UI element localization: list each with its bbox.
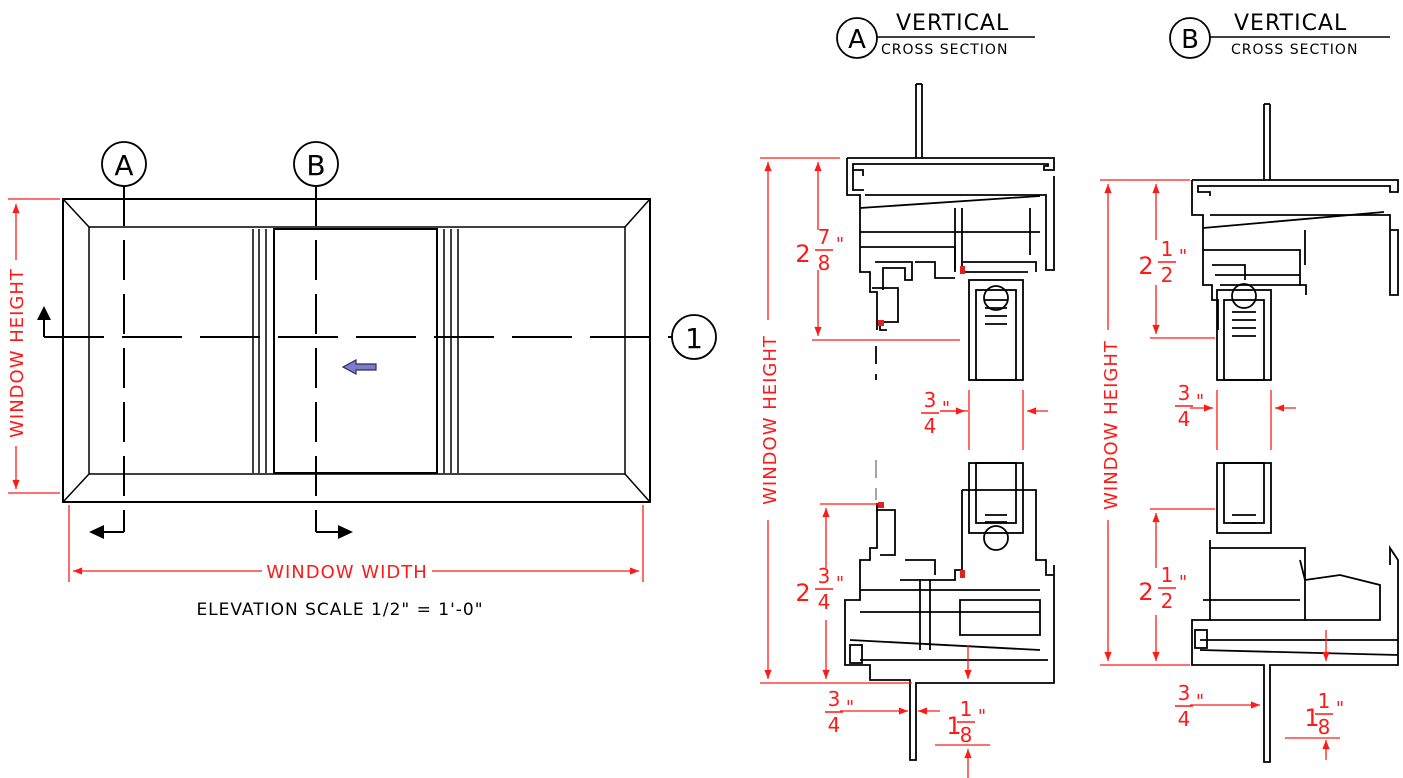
dim-a-bottom-right: 1 1 8 " xyxy=(946,697,986,747)
dim-b-head-whole: 2 xyxy=(1138,252,1153,280)
dim-b-head-den: 2 xyxy=(1161,263,1174,287)
arrow-left-icon xyxy=(89,525,104,539)
dim-a-gap-num: 3 xyxy=(924,388,937,412)
section-b-subtitle: CROSS SECTION xyxy=(1231,42,1358,58)
dim-b-sill: 2 1 2 " xyxy=(1138,563,1187,613)
dim-b-bottom-left: 3 4 " xyxy=(1175,681,1204,731)
section-b-tag: B xyxy=(1181,25,1199,55)
section-a-tag: A xyxy=(848,25,866,55)
dim-a-br-whole: 1 xyxy=(946,712,961,740)
dim-a-sill-whole: 2 xyxy=(795,579,810,607)
dim-b-br-unit: " xyxy=(1336,698,1344,719)
elevation-dimensions xyxy=(8,198,644,582)
tag-1-label: 1 xyxy=(685,322,703,355)
dim-b-bl-num: 3 xyxy=(1178,681,1191,705)
dim-a-head-unit: " xyxy=(836,234,844,255)
section-a-seals xyxy=(878,266,965,578)
dim-a-bottom-left: 3 4 " xyxy=(825,687,854,737)
dim-a-sill: 2 3 4 " xyxy=(795,564,844,614)
dim-a-sill-unit: " xyxy=(836,573,844,594)
tag-1-bubble xyxy=(671,314,717,360)
dim-b-head-num: 1 xyxy=(1161,237,1174,261)
inner-frame xyxy=(88,226,626,475)
tag-a-label: A xyxy=(114,149,133,182)
dim-b-gap-unit: " xyxy=(1196,391,1204,412)
dim-b-bl-unit: " xyxy=(1196,691,1204,712)
dim-b-gap-den: 4 xyxy=(1178,407,1191,431)
elevation-tags xyxy=(101,141,717,360)
section-a-subtitle: CROSS SECTION xyxy=(881,42,1008,58)
dim-b-br-whole: 1 xyxy=(1304,704,1319,732)
dim-a-head: 2 7 8 " xyxy=(795,225,844,275)
elevation-width-label: WINDOW WIDTH xyxy=(266,562,428,583)
dim-a-gap-den: 4 xyxy=(924,414,937,438)
dim-b-sill-unit: " xyxy=(1179,572,1187,593)
dim-b-gap-num: 3 xyxy=(1178,381,1191,405)
section-b-title: VERTICAL xyxy=(1234,11,1347,36)
dim-b-head: 2 1 2 " xyxy=(1138,237,1187,287)
dim-a-head-den: 8 xyxy=(818,251,831,275)
dim-b-sill-den: 2 xyxy=(1161,589,1174,613)
section-a-profile xyxy=(844,83,1055,761)
elevation-height-label: WINDOW HEIGHT xyxy=(7,268,28,438)
dim-b-sill-num: 1 xyxy=(1161,563,1174,587)
dim-a-bl-num: 3 xyxy=(828,687,841,711)
section-a-dimensions xyxy=(760,157,1048,778)
dim-a-sill-den: 4 xyxy=(818,590,831,614)
dim-a-br-den: 8 xyxy=(960,723,973,747)
dim-a-gap-unit: " xyxy=(942,398,950,419)
section-a-title: VERTICAL xyxy=(896,11,1009,36)
dim-b-bl-den: 4 xyxy=(1178,707,1191,731)
tag-b-label: B xyxy=(306,149,325,182)
outer-frame xyxy=(62,198,651,503)
arrow-up-icon xyxy=(37,306,51,320)
sliding-sash xyxy=(273,228,438,474)
dim-b-gap: 3 4 " xyxy=(1175,381,1204,431)
dim-a-gap: 3 4 " xyxy=(921,388,950,438)
section-b-height-label: WINDOW HEIGHT xyxy=(1101,340,1122,510)
dim-a-bl-den: 4 xyxy=(828,713,841,737)
section-b-profile xyxy=(1191,103,1399,763)
section-b-title-block xyxy=(1169,17,1390,59)
dim-a-br-num: 1 xyxy=(960,697,973,721)
dim-b-br-num: 1 xyxy=(1318,689,1331,713)
elevation-view xyxy=(43,186,672,533)
tag-a-bubble xyxy=(101,141,147,187)
tag-b-bubble xyxy=(293,141,339,187)
dim-b-sill-whole: 2 xyxy=(1138,578,1153,606)
dim-b-br-den: 8 xyxy=(1318,715,1331,739)
dim-a-head-whole: 2 xyxy=(795,240,810,268)
dim-a-head-num: 7 xyxy=(818,225,831,249)
slide-direction-arrow-icon xyxy=(341,358,377,376)
section-a-title-block xyxy=(836,17,1035,59)
cut-arrows xyxy=(37,306,353,539)
section-b-dimensions xyxy=(1100,179,1340,760)
scale-note: ELEVATION SCALE 1/2" = 1'-0" xyxy=(196,600,483,620)
dim-b-bottom-right: 1 1 8 " xyxy=(1304,689,1344,739)
dim-a-br-unit: " xyxy=(978,706,986,727)
dim-a-sill-num: 3 xyxy=(818,564,831,588)
section-a-height-label: WINDOW HEIGHT xyxy=(760,335,781,505)
dim-a-bl-unit: " xyxy=(846,697,854,718)
arrow-right-icon xyxy=(338,525,353,539)
dim-b-head-unit: " xyxy=(1179,246,1187,267)
